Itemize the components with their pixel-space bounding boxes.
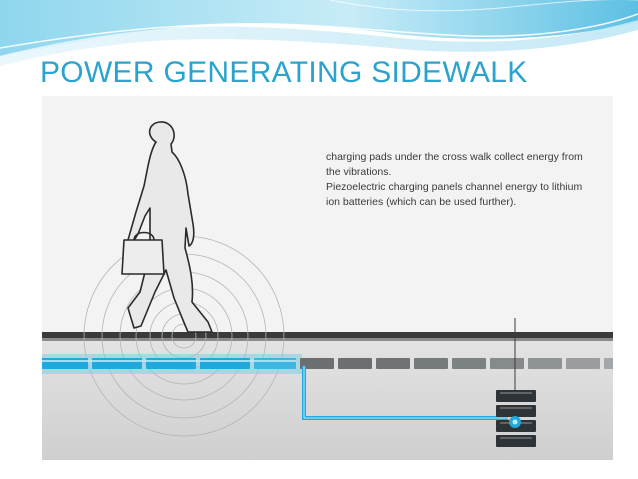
top-wave-banner xyxy=(0,0,638,66)
caption-line: Piezoelectric charging panels channel en… xyxy=(326,181,583,208)
sidewalk-diagram: charging pads under the cross walk colle… xyxy=(42,96,613,460)
lithium-battery xyxy=(496,390,536,447)
charging-pads xyxy=(42,358,613,369)
sidewalk-illustration xyxy=(42,121,613,460)
caption-line: charging pads under the cross walk colle… xyxy=(326,151,583,178)
slide-title: POWER GENERATING SIDEWALK xyxy=(40,56,528,89)
diagram-caption: charging pads under the cross walk colle… xyxy=(326,150,596,210)
walking-person-silhouette xyxy=(121,121,213,333)
sidewalk-surface xyxy=(42,332,613,338)
